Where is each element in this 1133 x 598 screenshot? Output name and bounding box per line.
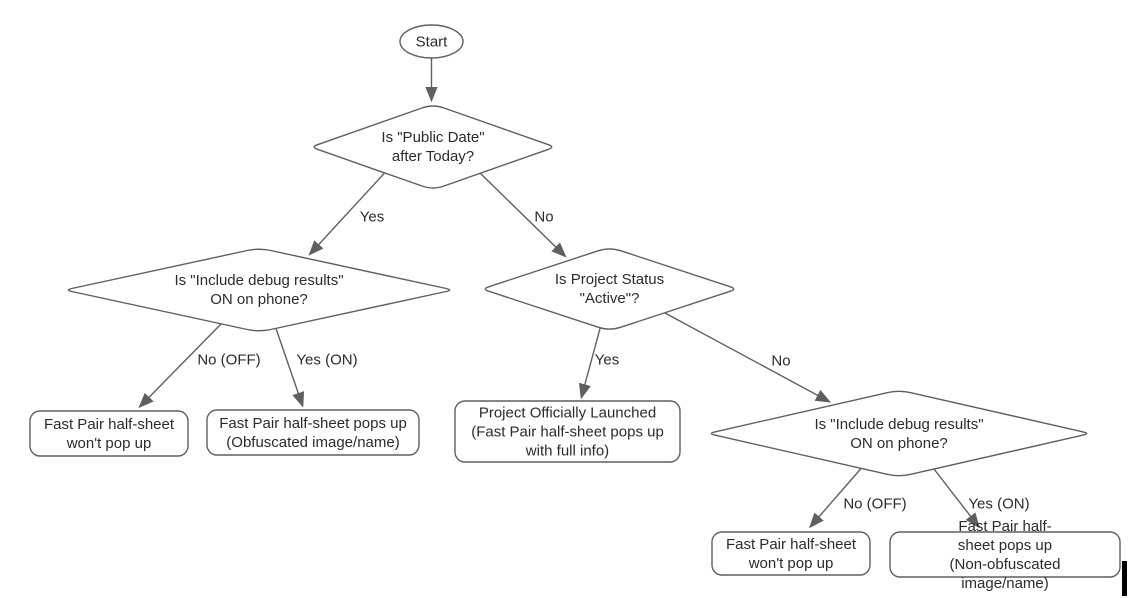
edge-debug-right-no: [808, 468, 862, 529]
edge-label-project-status-yes: Yes: [594, 351, 620, 369]
edge-debug-right-yes: [933, 468, 980, 529]
decision-project-status-label: Is Project Status "Active"?: [554, 271, 665, 307]
decision-public-date-label: Is "Public Date" after Today?: [381, 129, 485, 165]
start-node-shape: [399, 24, 464, 59]
edge-debug-left-no: [138, 323, 222, 409]
edge-label-debug-right-no: No (OFF): [843, 495, 907, 513]
edge-label-public-date-no: No: [534, 208, 554, 226]
text-cursor-bar: [1122, 561, 1127, 596]
outcome-no-popup-right-shape: [711, 531, 871, 576]
edge-public-date-yes: [308, 172, 386, 256]
outcome-obfuscated-label: Fast Pair half-sheet pops up (Obfuscated…: [219, 414, 407, 451]
outcome-non-obfuscated-label: Fast Pair half-sheet pops up (Non-obfusc…: [949, 517, 1061, 592]
edge-label-public-date-yes: Yes: [359, 208, 385, 226]
outcome-launched-label: Project Officially Launched (Fast Pair h…: [471, 404, 664, 459]
decision-debug-left-label: Is "Include debug results" ON on phone?: [174, 272, 344, 308]
outcome-no-popup-left-shape: [29, 410, 189, 457]
outcome-obfuscated-shape: [206, 409, 420, 456]
outcome-no-popup-right-label: Fast Pair half-sheet won't pop up: [725, 535, 857, 572]
edge-label-project-status-no: No: [771, 352, 791, 370]
edge-project-status-no: [664, 312, 832, 403]
edge-label-debug-right-yes: Yes (ON): [968, 495, 1030, 513]
start-node-label: Start: [415, 33, 448, 50]
decision-debug-right-label: Is "Include debug results" ON on phone?: [814, 415, 984, 452]
edge-project-status-yes: [578, 328, 601, 400]
decision-public-date-shape: [313, 105, 553, 189]
decision-debug-left-shape: [67, 248, 451, 332]
edge-public-date-no: [479, 172, 567, 258]
edge-label-debug-left-yes: Yes (ON): [296, 351, 358, 369]
edge-debug-left-yes: [275, 328, 305, 408]
decision-debug-right-shape: [710, 390, 1088, 477]
outcome-no-popup-left-label: Fast Pair half-sheet won't pop up: [43, 415, 175, 452]
outcome-non-obfuscated-shape: [889, 531, 1121, 578]
edge-label-debug-left-no: No (OFF): [197, 351, 261, 369]
outcome-launched-shape: [454, 400, 681, 463]
decision-project-status-shape: [484, 248, 735, 330]
